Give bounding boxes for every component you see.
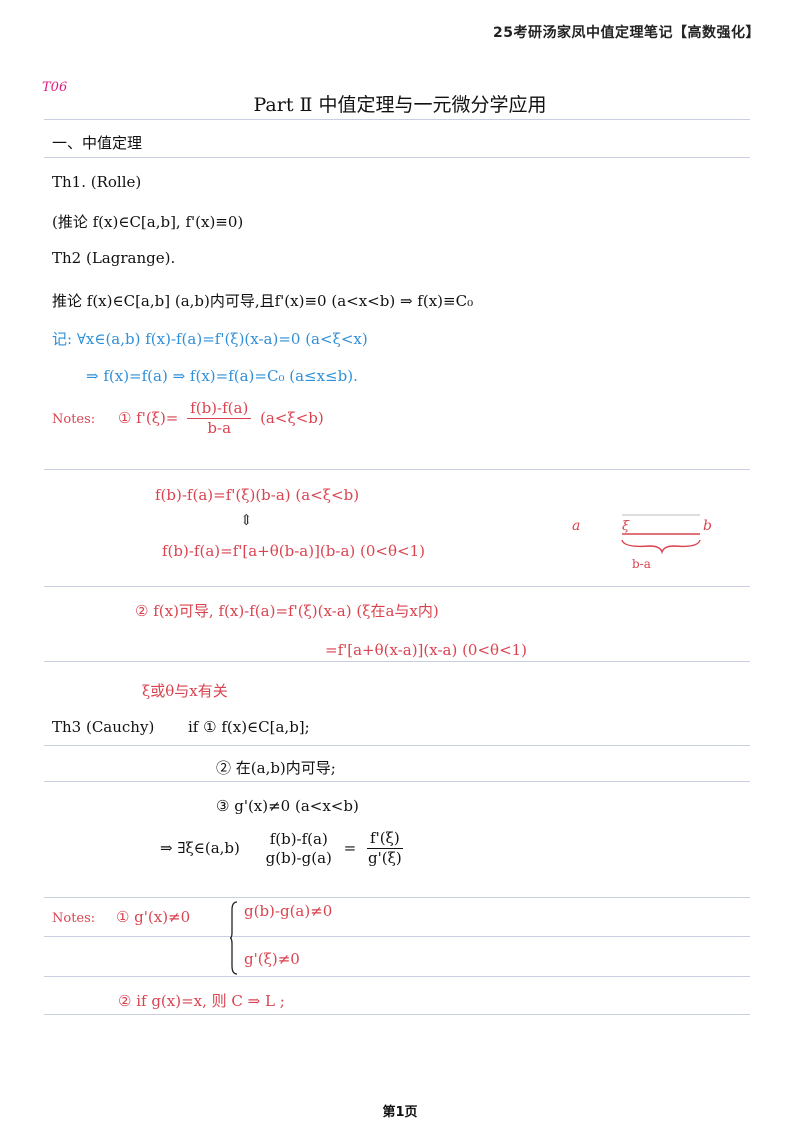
page-number: 第1页: [382, 1105, 418, 1120]
notes1-item1-suffix: (a<ξ<b): [260, 408, 324, 427]
notes1-eq2: f(b)-f(a)=f'[a+θ(b-a)](b-a) (0<θ<1): [162, 542, 425, 560]
left-brace: [230, 901, 238, 975]
fraction-denominator: g'(ξ): [368, 849, 402, 868]
ruled-line: [44, 119, 750, 120]
notes1-item2-note: ξ或θ与x有关: [142, 682, 228, 700]
diagram-label-xi: ξ: [622, 519, 630, 534]
notes1-item2-line2: =f'[a+θ(x-a)](x-a) (0<θ<1): [325, 641, 528, 659]
th3-conclusion: ⇒ ∃ξ∈(a,b) f(b)-f(a) g(b)-g(a) = f'(ξ) g…: [160, 829, 409, 868]
th3-condition-2: ② 在(a,b)内可导;: [216, 759, 336, 777]
th3-heading: Th3 (Cauchy): [52, 718, 155, 736]
th1-heading: Th1. (Rolle): [52, 173, 142, 191]
ruled-line: [44, 976, 750, 977]
notes1-label: Notes:: [52, 411, 96, 427]
notes1-item2-line1: ② f(x)可导, f(x)-f(a)=f'(ξ)(x-a) (ξ在a与x内): [135, 602, 439, 620]
equivalence-arrow: ⇕: [240, 511, 253, 529]
ruled-line: [44, 936, 750, 937]
document-header: 25考研汤家凤中值定理笔记【高数强化】: [493, 25, 760, 41]
notes2-item2: ② if g(x)=x, 则 C ⇒ L ;: [118, 992, 285, 1010]
notes1-item1: Notes: ① f'(ξ)= f(b)-f(a) b-a (a<ξ<b): [52, 399, 324, 438]
th2-heading: Th2 (Lagrange).: [52, 249, 176, 267]
page-tag: T06: [42, 80, 68, 95]
notes2-label: Notes:: [52, 911, 96, 926]
interval-diagram: a ξ b b-a: [572, 514, 712, 571]
th3-condition-1: if ① f(x)∈C[a,b];: [188, 718, 310, 736]
th3-conclusion-prefix: ⇒ ∃ξ∈(a,b): [160, 838, 240, 857]
page-title: Part Ⅱ 中值定理与一元微分学应用: [253, 94, 547, 116]
th2-corollary: 推论 f(x)∈C[a,b] (a,b)内可导,且f'(x)≡0 (a<x<b)…: [52, 292, 474, 310]
th3-rhs-fraction: f'(ξ) g'(ξ): [365, 829, 405, 868]
ruled-line: [44, 781, 750, 782]
ruled-line: [44, 157, 750, 158]
diagram-label-b: b: [703, 518, 712, 534]
notes2-item1-text: ① g'(x)≠0: [115, 908, 191, 926]
th1-corollary: (推论 f(x)∈C[a,b], f'(x)≡0): [52, 213, 244, 231]
ruled-line: [44, 897, 750, 898]
diagram-label-span: b-a: [632, 557, 651, 571]
notes1-item1-fraction: f(b)-f(a) b-a: [187, 399, 252, 438]
ruled-line: [44, 745, 750, 746]
section-heading: 一、中值定理: [52, 134, 143, 152]
fraction-numerator: f(b)-f(a): [269, 829, 328, 848]
notes2-brace-line-2: g'(ξ)≠0: [244, 950, 300, 968]
diagram-label-a: a: [572, 518, 580, 534]
ruled-line: [44, 1014, 750, 1015]
notes2-brace-line-1: g(b)-g(a)≠0: [244, 902, 333, 920]
fraction-numerator: f'(ξ): [367, 829, 403, 850]
notes1-eq1: f(b)-f(a)=f'(ξ)(b-a) (a<ξ<b): [155, 486, 360, 504]
notes2-item1: Notes: ① g'(x)≠0: [52, 908, 190, 926]
th3-lhs-fraction: f(b)-f(a) g(b)-g(a): [263, 829, 335, 868]
diagram-brace: [621, 539, 701, 555]
th3-equals: =: [343, 838, 357, 857]
fraction-denominator: b-a: [207, 419, 232, 438]
th2-proof-line-1: 记: ∀x∈(a,b) f(x)-f(a)=f'(ξ)(x-a)=0 (a<ξ<…: [52, 330, 368, 348]
fraction-numerator: f(b)-f(a): [187, 399, 252, 420]
th2-proof-line-2: ⇒ f(x)=f(a) ⇒ f(x)=f(a)=C₀ (a≤x≤b).: [86, 367, 358, 385]
notes1-item1-prefix: ① f'(ξ)=: [117, 408, 179, 427]
fraction-denominator: g(b)-g(a): [265, 848, 332, 867]
ruled-line: [44, 469, 750, 470]
ruled-line: [44, 661, 750, 662]
ruled-line: [44, 586, 750, 587]
th3-condition-3: ③ g'(x)≠0 (a<x<b): [216, 797, 359, 815]
